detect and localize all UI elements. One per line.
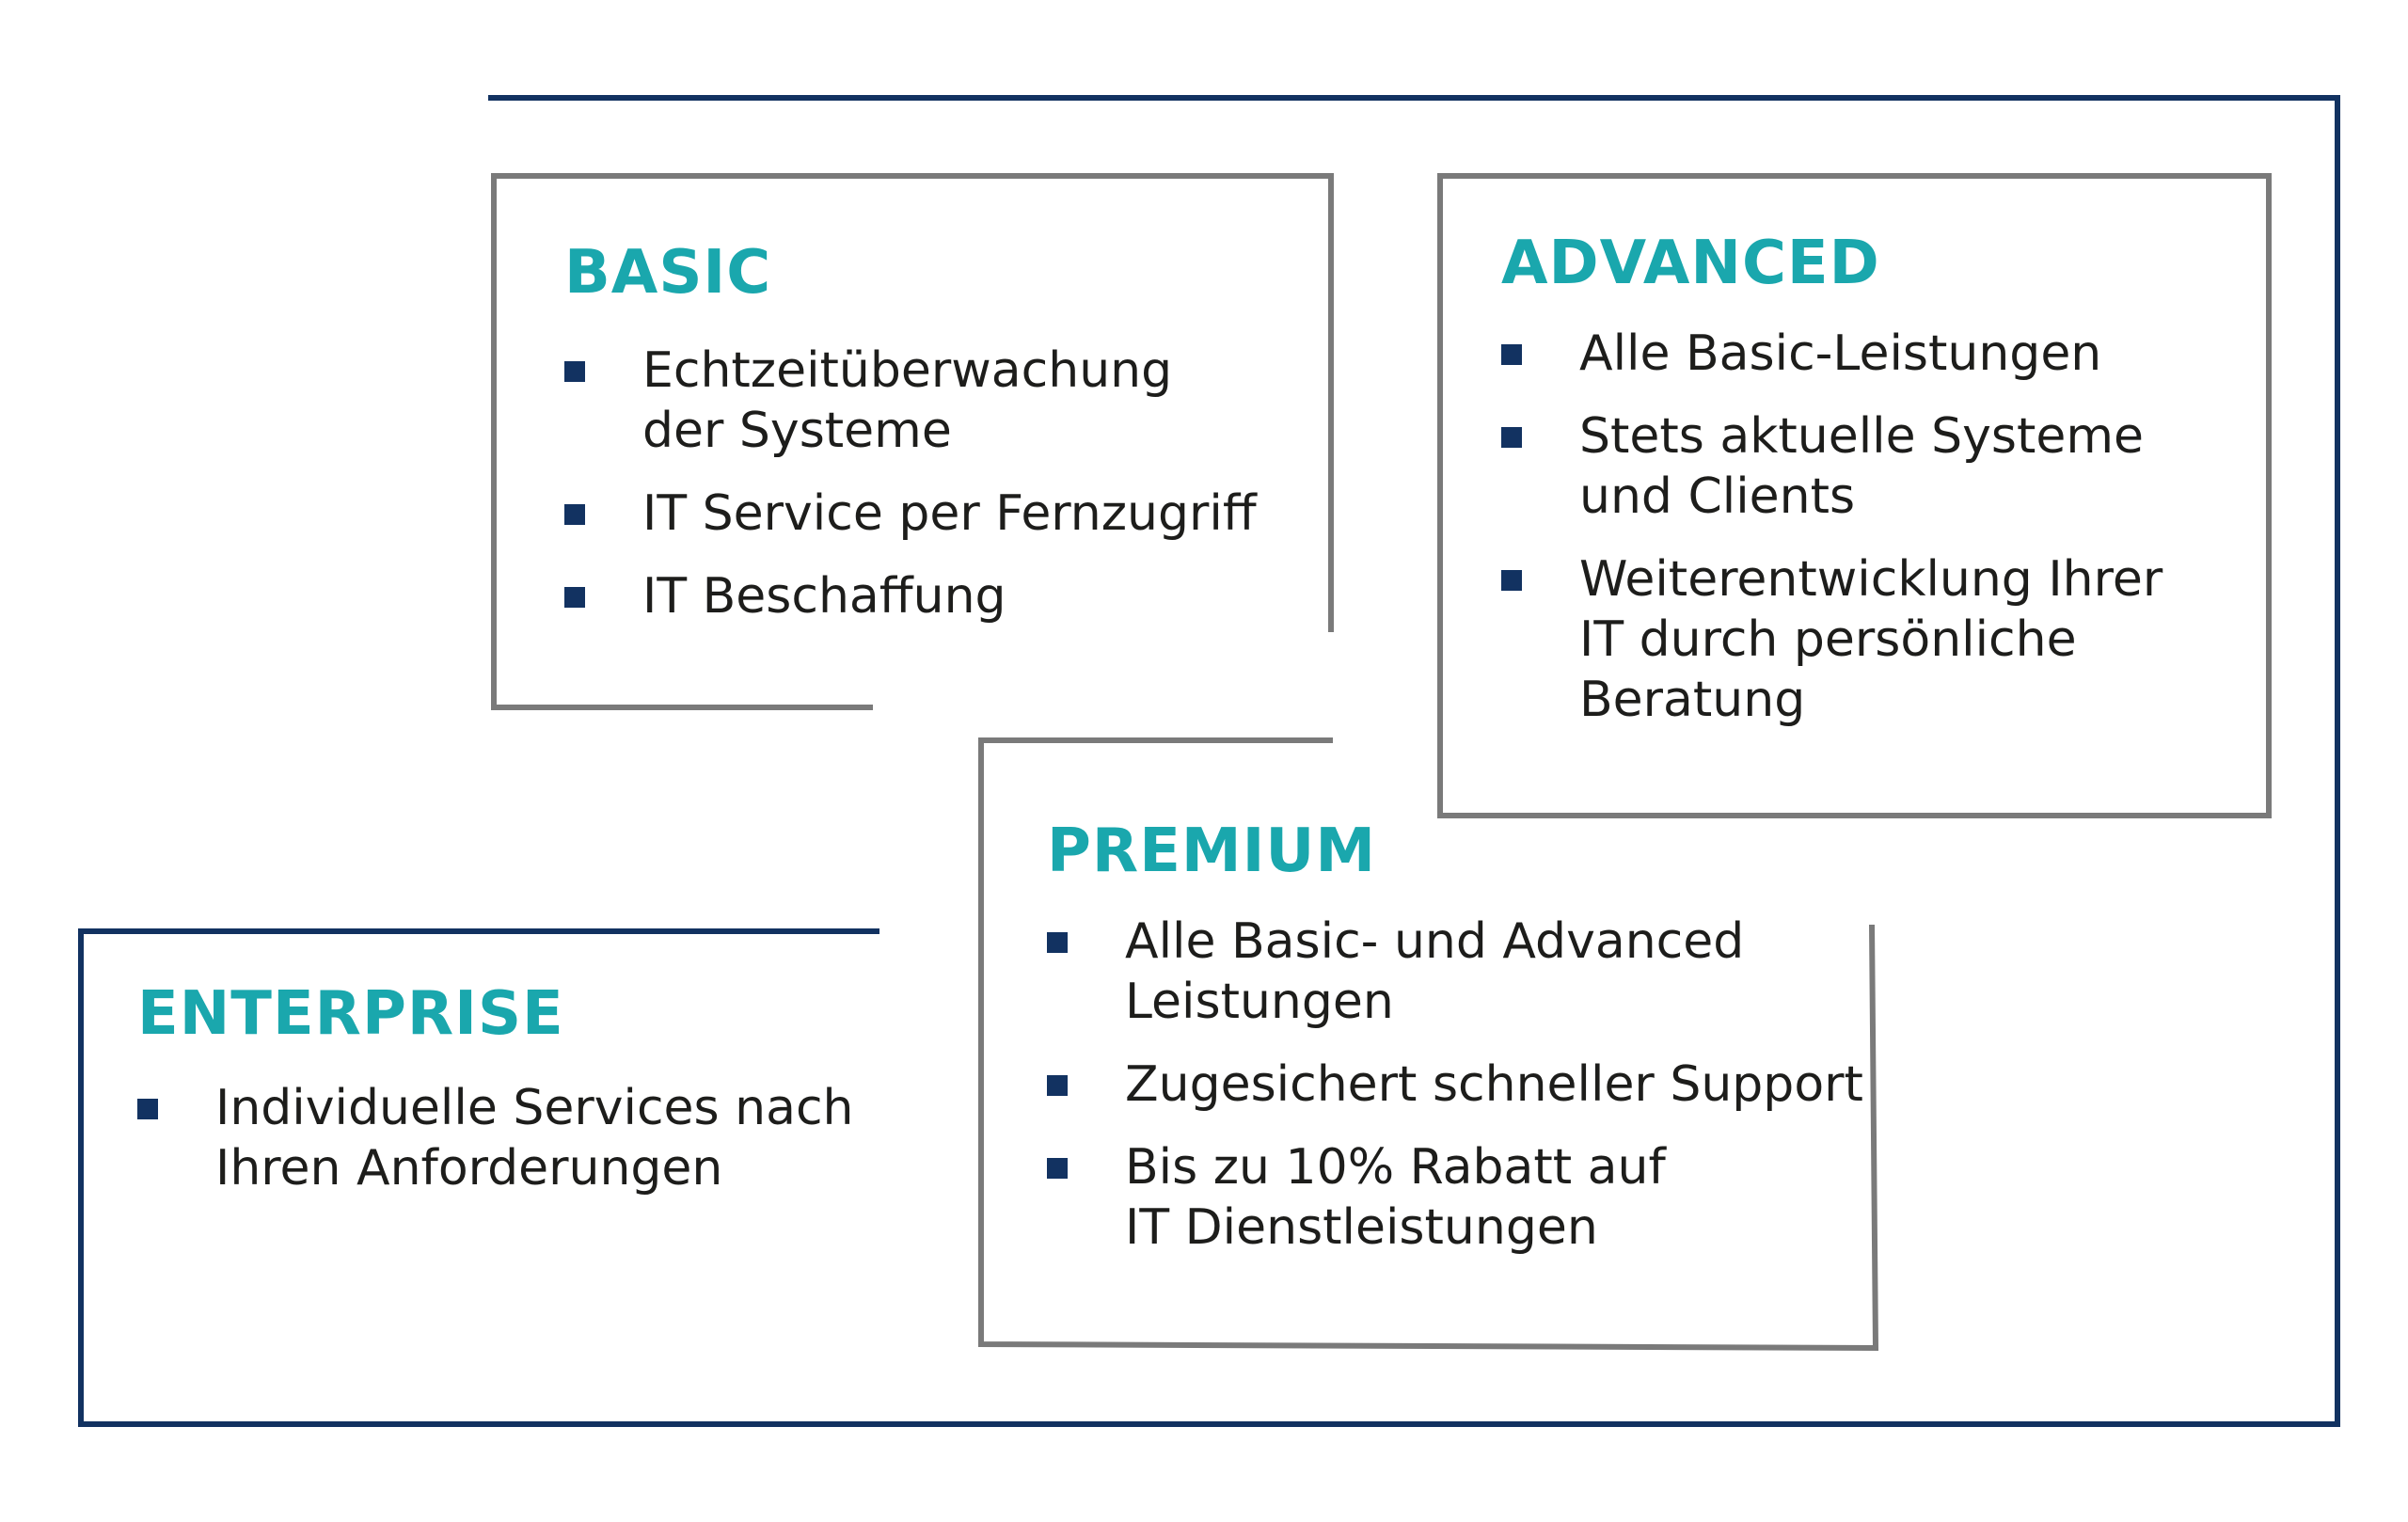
square-bullet-icon — [564, 587, 585, 608]
advanced-item: Stets aktuelle Systeme und Clients — [1501, 406, 2162, 527]
advanced-item-line: und Clients — [1579, 468, 1856, 525]
premium-title: PREMIUM — [1047, 816, 1377, 886]
square-bullet-icon — [1501, 427, 1522, 448]
enterprise-item-line: Individuelle Services nach — [215, 1080, 854, 1136]
square-bullet-icon — [1501, 344, 1522, 365]
basic-item: IT Service per Fernzugriff — [564, 484, 1257, 544]
square-bullet-icon — [137, 1099, 158, 1119]
square-bullet-icon — [1047, 932, 1068, 953]
square-bullet-icon — [564, 361, 585, 382]
premium-package: PREMIUM Alle Basic- und Advanced Leistun… — [1047, 821, 1863, 1280]
basic-item-line: der Systeme — [642, 403, 952, 459]
advanced-item-line: Weiterentwicklung Ihrer — [1579, 551, 2163, 608]
premium-item: Bis zu 10% Rabatt auf IT Dienstleistunge… — [1047, 1137, 1863, 1258]
premium-frame — [978, 737, 1879, 1352]
premium-item-line: IT Dienstleistungen — [1125, 1199, 1598, 1256]
enterprise-list: Individuelle Services nach Ihren Anforde… — [137, 1078, 854, 1198]
enterprise-frame — [78, 95, 2340, 1427]
advanced-item: Weiterentwicklung Ihrer IT durch persönl… — [1501, 549, 2162, 730]
basic-item: IT Beschaffung — [564, 566, 1257, 626]
basic-item-line: IT Beschaffung — [642, 568, 1006, 625]
square-bullet-icon — [1047, 1075, 1068, 1096]
advanced-item-line: IT durch persönliche — [1579, 611, 2077, 668]
advanced-title: ADVANCED — [1501, 229, 1880, 298]
square-bullet-icon — [1047, 1158, 1068, 1179]
premium-item-line: Leistungen — [1125, 974, 1394, 1030]
advanced-frame — [1437, 173, 2272, 818]
basic-item-line: Echtzeitüberwachung — [642, 342, 1173, 399]
basic-frame — [491, 173, 1334, 710]
advanced-item-line: Alle Basic-Leistungen — [1579, 325, 2102, 382]
advanced-item: Alle Basic-Leistungen — [1501, 324, 2162, 384]
enterprise-item-line: Ihren Anforderungen — [215, 1140, 723, 1197]
basic-package: BASIC Echtzeitüberwachung der Systeme IT… — [564, 243, 1257, 649]
advanced-package: ADVANCED Alle Basic-Leistungen Stets akt… — [1501, 233, 2162, 753]
premium-item-line: Alle Basic- und Advanced — [1125, 913, 1745, 970]
advanced-list: Alle Basic-Leistungen Stets aktuelle Sys… — [1501, 324, 2162, 730]
advanced-item-line: Stets aktuelle Systeme — [1579, 408, 2145, 465]
premium-list: Alle Basic- und Advanced Leistungen Zuge… — [1047, 912, 1863, 1258]
premium-item-line: Zugesichert schneller Support — [1125, 1056, 1863, 1113]
basic-title: BASIC — [564, 238, 772, 308]
basic-item-line: IT Service per Fernzugriff — [642, 485, 1257, 542]
square-bullet-icon — [564, 504, 585, 525]
basic-item: Echtzeitüberwachung der Systeme — [564, 341, 1257, 461]
basic-list: Echtzeitüberwachung der Systeme IT Servi… — [564, 341, 1257, 626]
enterprise-package: ENTERPRISE Individuelle Services nach Ih… — [137, 984, 854, 1221]
premium-item: Zugesichert schneller Support — [1047, 1054, 1863, 1115]
enterprise-item: Individuelle Services nach Ihren Anforde… — [137, 1078, 854, 1198]
advanced-item-line: Beratung — [1579, 672, 1806, 728]
enterprise-title: ENTERPRISE — [137, 979, 564, 1049]
square-bullet-icon — [1501, 570, 1522, 591]
premium-item-line: Bis zu 10% Rabatt auf — [1125, 1139, 1666, 1196]
premium-item: Alle Basic- und Advanced Leistungen — [1047, 912, 1863, 1032]
